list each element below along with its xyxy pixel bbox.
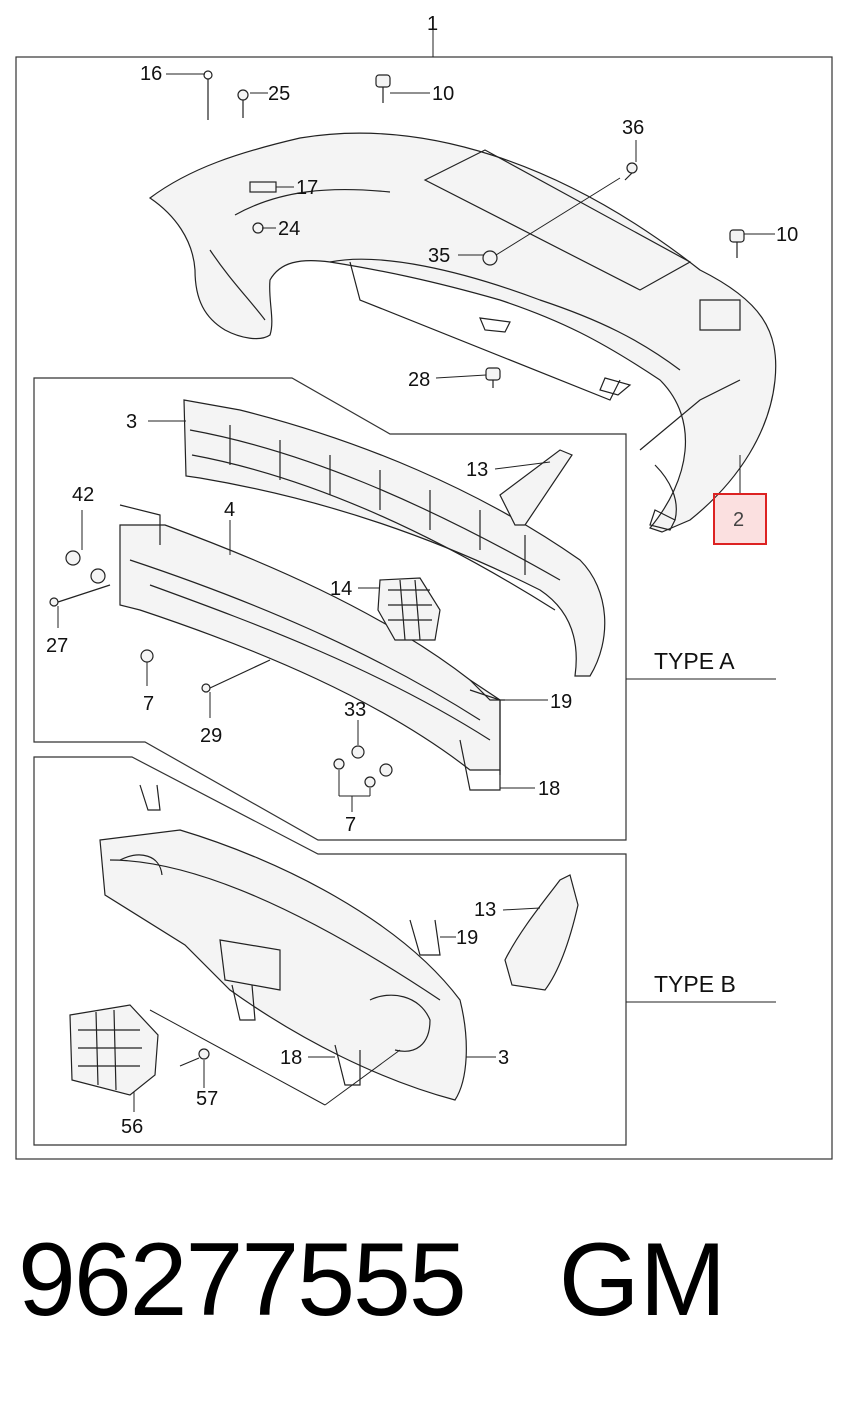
grille-56 xyxy=(69,1004,159,1096)
nut-35-icon xyxy=(482,250,498,266)
impact-absorber-a xyxy=(183,399,606,677)
callout-56: 56 xyxy=(121,1116,143,1138)
callout-42: 42 xyxy=(72,484,94,506)
highlight-box-2[interactable] xyxy=(713,493,767,545)
callout-10b: 10 xyxy=(776,224,798,246)
bracket-19b-icon xyxy=(409,919,441,956)
impact-absorber-b xyxy=(99,829,467,1101)
bolt-29-icon xyxy=(201,659,271,693)
type-b-label: TYPE B xyxy=(654,971,736,997)
brand-name: GM xyxy=(558,1222,727,1338)
callout-3b: 3 xyxy=(498,1047,509,1069)
bracket-17-icon xyxy=(249,181,277,193)
callout-24: 24 xyxy=(278,218,300,240)
callout-19b: 19 xyxy=(456,927,478,949)
callout-36: 36 xyxy=(622,117,644,139)
screw-57-icon xyxy=(179,1048,210,1067)
clip-10-icon xyxy=(375,74,391,103)
callout-27: 27 xyxy=(46,635,68,657)
type-b-frame xyxy=(33,756,627,1146)
assembly-frame xyxy=(15,56,833,1160)
callout-35: 35 xyxy=(428,245,450,267)
callout-18a: 18 xyxy=(538,778,560,800)
callout-3a: 3 xyxy=(126,411,137,433)
bumper-fascia xyxy=(148,132,777,533)
callout-18b: 18 xyxy=(280,1047,302,1069)
clip-10b-icon xyxy=(729,229,745,258)
screw-24-icon xyxy=(252,222,264,234)
callout-4: 4 xyxy=(224,499,235,521)
washer-42-icon xyxy=(65,550,106,584)
clip-28-icon xyxy=(485,367,501,388)
type-a-frame xyxy=(33,377,627,841)
callout-33: 33 xyxy=(344,699,366,721)
callout-29: 29 xyxy=(200,725,222,747)
washer-33-icon xyxy=(351,745,393,777)
side-bracket-13b xyxy=(504,874,579,991)
fastener-16-icon xyxy=(203,70,213,120)
part-number: 96277555 xyxy=(18,1222,467,1338)
bracket-18a-icon xyxy=(459,739,501,791)
callout-13a: 13 xyxy=(466,459,488,481)
callout-7b: 7 xyxy=(345,814,356,836)
callout-19a: 19 xyxy=(550,691,572,713)
callout-28: 28 xyxy=(408,369,430,391)
callout-2-highlighted: 2 xyxy=(733,509,744,531)
nut-7b-icon xyxy=(333,758,376,788)
callout-13b: 13 xyxy=(474,899,496,921)
grille-14 xyxy=(377,577,441,641)
screw-25-icon xyxy=(237,89,249,118)
callout-14: 14 xyxy=(330,578,352,600)
nut-7a-icon xyxy=(140,649,154,663)
side-bracket-13a xyxy=(499,449,573,526)
bracket-19a-icon xyxy=(469,679,505,701)
callout-10: 10 xyxy=(432,83,454,105)
bracket-top-icon xyxy=(139,784,256,1021)
callout-25: 25 xyxy=(268,83,290,105)
callout-7a: 7 xyxy=(143,693,154,715)
type-a-label: TYPE A xyxy=(654,648,735,674)
callout-1: 1 xyxy=(427,13,438,35)
parts-diagram: 1 16 25 10 36 10 17 24 35 28 2 TYPE A xyxy=(15,13,833,1160)
callout-16: 16 xyxy=(140,63,162,85)
screw-36-icon xyxy=(624,162,638,181)
callout-57: 57 xyxy=(196,1088,218,1110)
bolt-27-icon xyxy=(49,584,111,607)
callout-17: 17 xyxy=(296,177,318,199)
